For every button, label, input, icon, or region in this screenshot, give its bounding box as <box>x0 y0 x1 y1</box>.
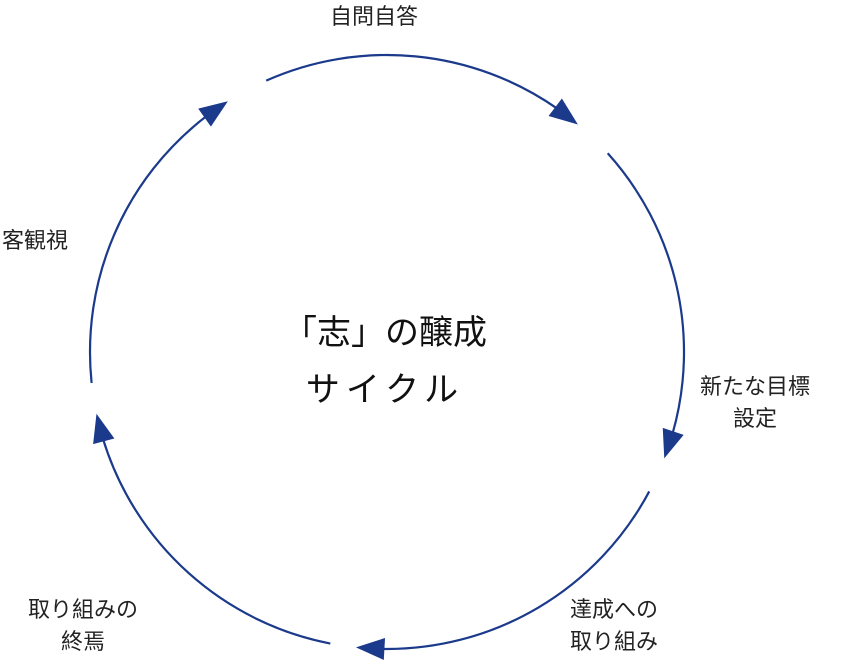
cycle-title-line2: サイクル <box>305 370 465 410</box>
step-label-line: 終焉 <box>61 630 106 655</box>
step-label-line: 設定 <box>733 407 778 432</box>
arrowhead-icon <box>93 413 115 445</box>
step-label-end-of-effort: 取り組みの 終焉 <box>28 595 138 659</box>
cycle-title-line1: 「志」の醸成 <box>283 313 487 353</box>
step-label-self-reflection: 自問自答 <box>330 2 418 34</box>
step-label-objective-view: 客観視 <box>2 226 68 258</box>
step-label-line: 達成への <box>570 598 659 623</box>
arrowhead-icon <box>548 98 578 125</box>
step-label-line: 新たな目標 <box>700 375 811 400</box>
step-label-line: 取り組み <box>570 630 659 655</box>
step-label-working-toward: 達成への 取り組み <box>570 595 658 659</box>
arrowhead-icon <box>662 427 684 459</box>
step-label-line: 取り組みの <box>28 598 139 623</box>
step-label-new-goal: 新たな目標 設定 <box>700 372 810 436</box>
cycle-arc <box>88 115 208 384</box>
cycle-arc <box>606 152 686 435</box>
cycle-arc <box>265 53 558 110</box>
step-label-line: 客観視 <box>2 229 69 254</box>
arrowhead-icon <box>198 101 228 127</box>
cycle-arc <box>101 438 331 645</box>
step-label-line: 自問自答 <box>330 5 419 30</box>
arrowhead-icon <box>355 638 386 660</box>
cycle-arc <box>381 490 651 651</box>
